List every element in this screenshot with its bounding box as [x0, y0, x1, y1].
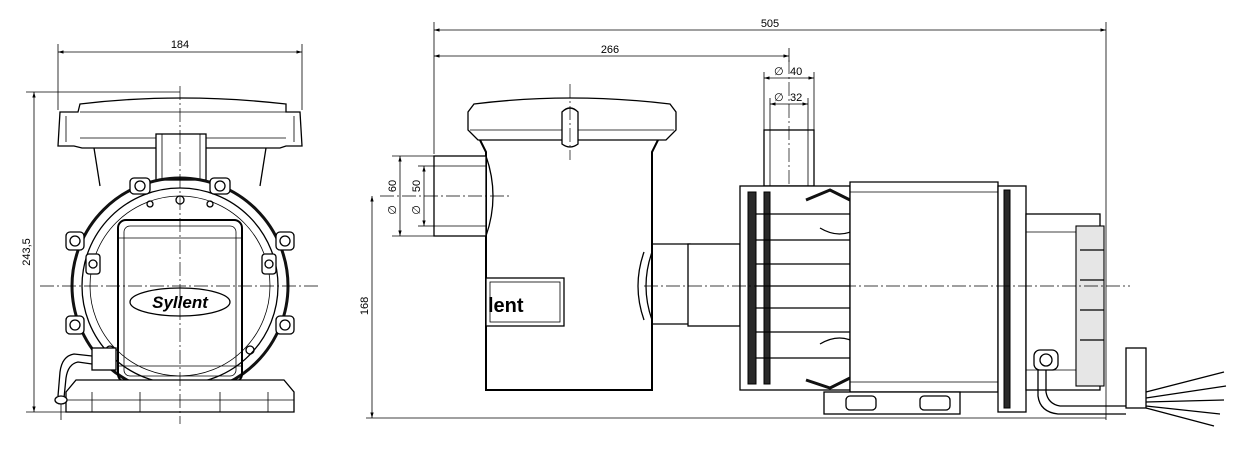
front-width-label: 184 — [171, 39, 189, 51]
front-height-label: 243,5 — [21, 238, 33, 266]
side-cable — [1033, 347, 1227, 427]
inlet-outer-diameter-label: 60 — [387, 180, 399, 192]
side-base — [823, 391, 961, 415]
side-lid-handle — [561, 107, 579, 148]
inlet-inner-diameter-label: 50 — [411, 180, 423, 192]
front-cable-gland — [91, 347, 117, 371]
front-view: Syllent 184 243,5 — [21, 39, 318, 424]
front-lid — [57, 97, 303, 149]
outlet-diameter-dimensions: ∅ 40 ∅ 32 — [763, 66, 815, 130]
front-basket — [93, 147, 267, 187]
side-motor-body — [849, 181, 999, 393]
front-inlet-pipe — [155, 133, 207, 181]
inlet-height-label: 168 — [359, 297, 371, 315]
overall-length-dimension: 505 — [433, 18, 1107, 420]
side-view: lent — [359, 18, 1227, 427]
side-pump-volute — [739, 185, 859, 391]
outlet-inner-diameter-label: 32 — [790, 92, 802, 104]
overall-length-label: 505 — [761, 18, 779, 30]
side-coupling — [652, 243, 691, 325]
front-width-dimension: 184 — [57, 39, 303, 110]
inlet-height-dimension: 168 — [359, 196, 1106, 419]
inlet-outer-diameter-symbol: ∅ — [387, 205, 399, 215]
side-motor-endcap — [997, 185, 1105, 413]
outlet-outer-diameter-symbol: ∅ — [774, 66, 784, 78]
front-height-dimension: 243,5 — [21, 91, 180, 413]
front-flange-lugs — [65, 177, 295, 335]
inlet-offset-dimension: 266 — [434, 44, 790, 62]
side-brand-plate — [485, 277, 565, 327]
inlet-offset-label: 266 — [601, 44, 619, 56]
side-strainer-housing — [479, 139, 659, 391]
front-cable — [57, 353, 93, 397]
outlet-inner-diameter-symbol: ∅ — [774, 92, 784, 104]
front-brand-text: Syllent — [152, 293, 209, 312]
outlet-outer-diameter-label: 40 — [790, 66, 802, 78]
inlet-inner-diameter-symbol: ∅ — [411, 205, 423, 215]
inlet-diameter-dimensions: ∅ 60 ∅ 50 — [387, 155, 434, 237]
side-brand-text: lent — [488, 295, 524, 317]
